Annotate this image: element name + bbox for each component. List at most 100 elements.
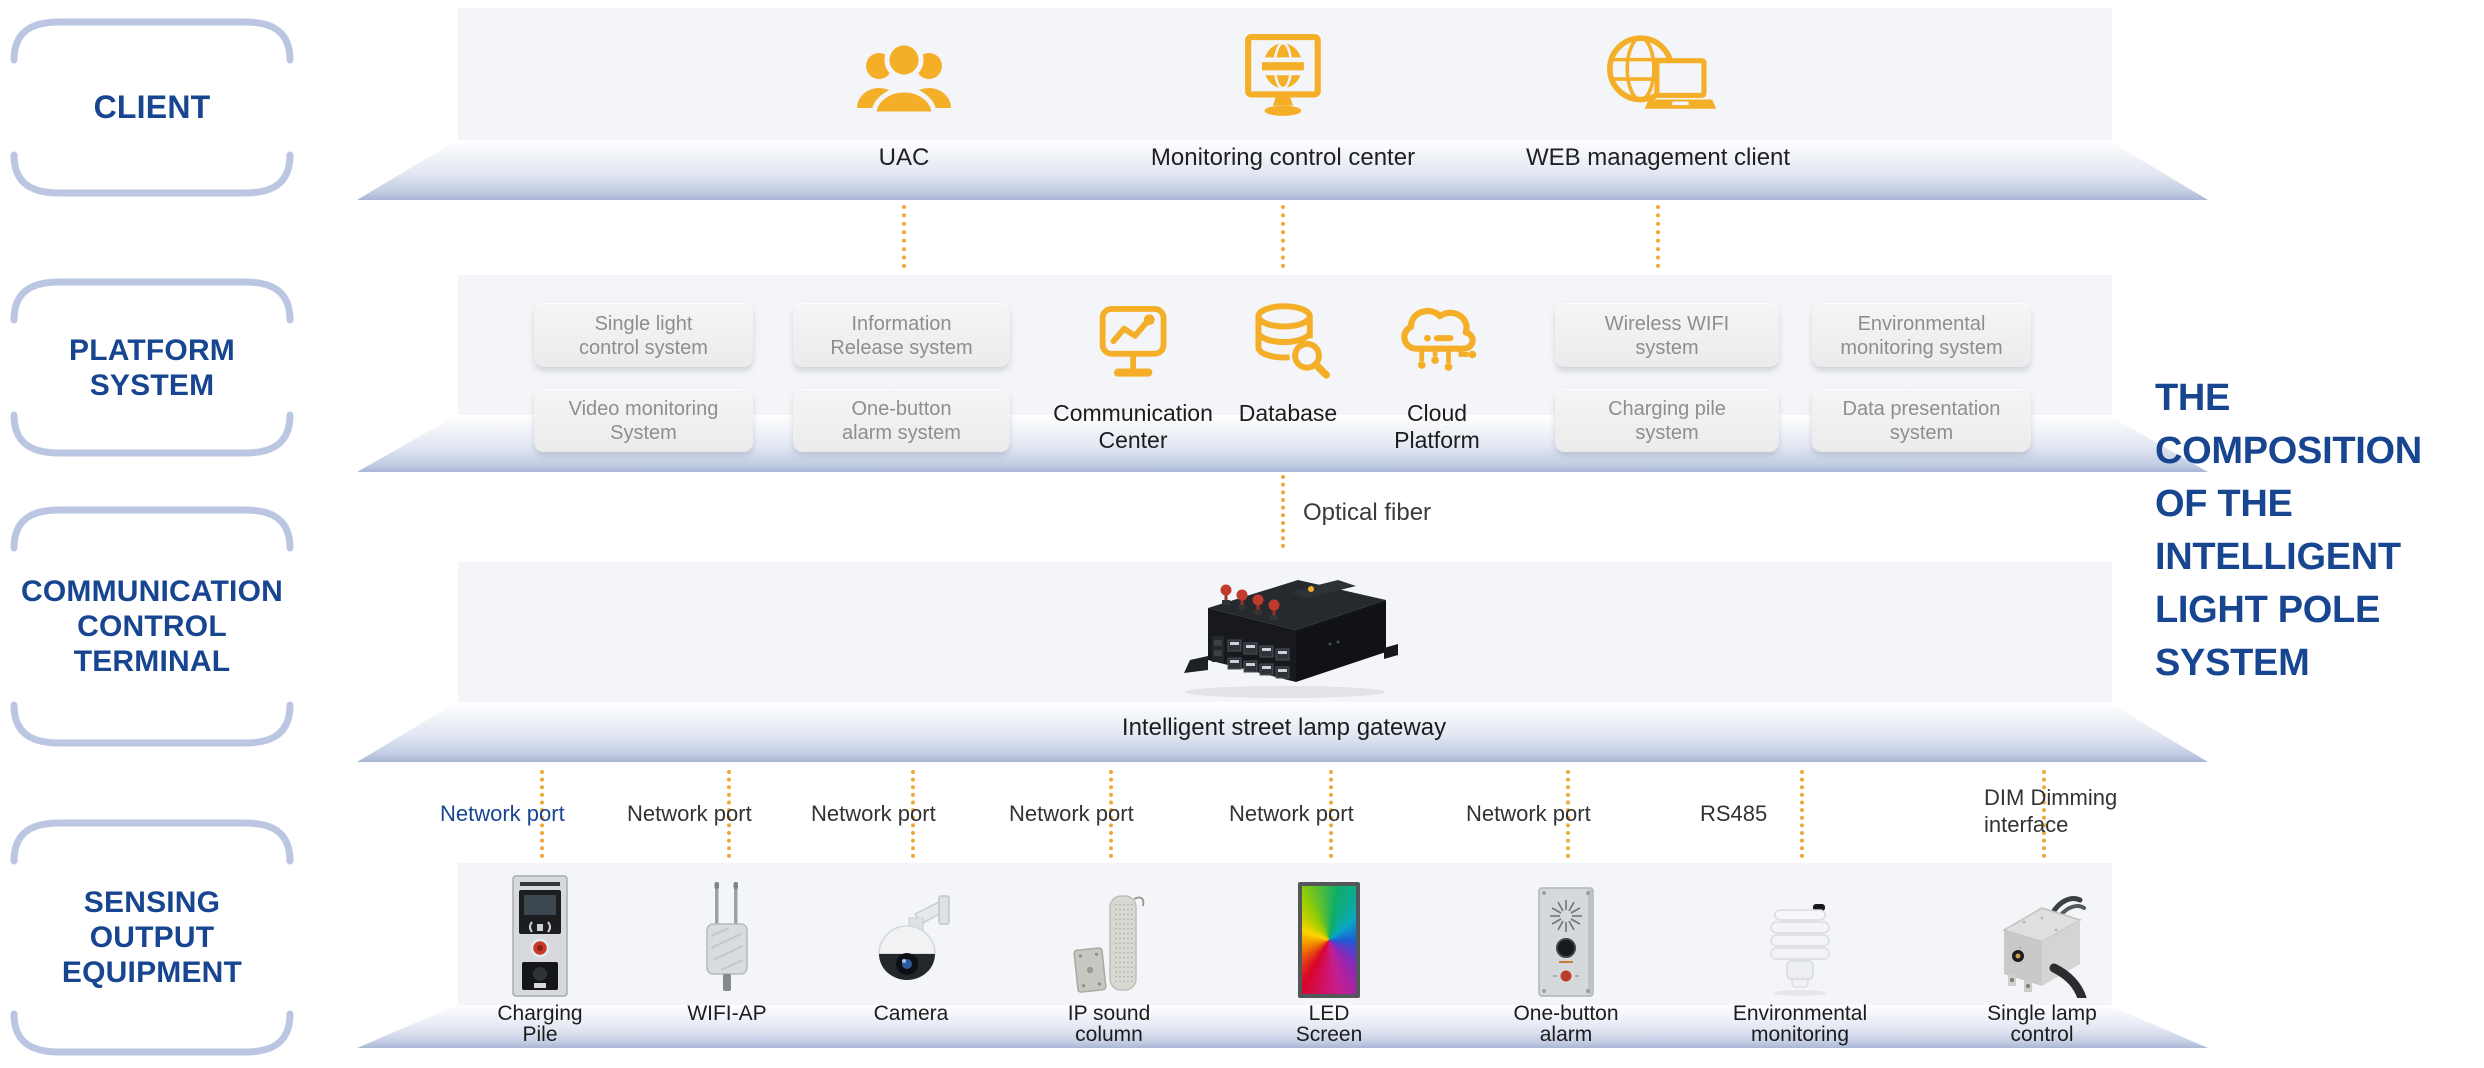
- sensing-band-floor: [357, 1005, 2208, 1048]
- section-label-line: TERMINAL: [73, 645, 231, 678]
- optical-fiber-label: Optical fiber: [1303, 499, 1432, 526]
- box-label-line: system: [1635, 336, 1699, 359]
- section-label-client: CLIENT: [94, 90, 211, 125]
- platform-item-label: Cloud Platform: [1394, 400, 1480, 453]
- section-platform-system: PLATFORM SYSTEM: [7, 272, 297, 463]
- port-network-4: Network port: [1009, 770, 1209, 858]
- terminal-band-floor: [357, 702, 2208, 762]
- port-connector-line: [540, 770, 544, 858]
- port-connector-line: [1109, 770, 1113, 858]
- box-label-line: Wireless WIFI: [1604, 312, 1730, 335]
- port-network-2: Network port: [627, 770, 827, 858]
- equipment-charging-pile: Charging Pile: [455, 872, 625, 1045]
- environmental-monitoring-image: [1715, 872, 1885, 998]
- port-network-6: Network port: [1466, 770, 1666, 858]
- box-label-line: Release system: [830, 336, 973, 359]
- box-label-line: Data presentation: [1842, 398, 2001, 420]
- globe-laptop-icon: [1526, 28, 1790, 122]
- equipment-camera: Camera: [826, 872, 996, 1024]
- box-label-line: system: [1635, 422, 1699, 444]
- port-label: Network port: [1466, 801, 1591, 826]
- section-label-line: EQUIPMENT: [61, 956, 243, 989]
- client-item-web-client: WEB management client: [1526, 28, 1790, 172]
- client-band-floor: [357, 140, 2208, 200]
- port-label-dim: DIM Dimming interface: [1984, 785, 2118, 837]
- client-item-label: UAC: [878, 144, 930, 171]
- port-label: RS485: [1700, 801, 1768, 826]
- box-label-line: alarm system: [842, 422, 961, 444]
- ip-sound-column-image: [1024, 872, 1194, 998]
- port-label: Network port: [440, 801, 565, 826]
- port-network-3: Network port: [811, 770, 1011, 858]
- port-connector-line: [1329, 770, 1333, 858]
- platform-item-communication-center: Communication Center: [1053, 296, 1213, 454]
- page-title-line: INTELLIGENT: [2155, 536, 2401, 578]
- database-search-icon: [1239, 296, 1337, 386]
- optical-fiber-line: [1281, 475, 1285, 548]
- client-platform-connector: [902, 205, 906, 268]
- box-label-line: Information: [851, 312, 952, 335]
- platform-item-database: Database: [1239, 296, 1337, 427]
- page-title-line: LIGHT POLE: [2155, 589, 2381, 631]
- section-communication-control-terminal: COMMUNICATION CONTROL TERMINAL: [7, 500, 297, 753]
- platform-item-label: Database: [1238, 400, 1338, 426]
- port-connector-line: [2042, 770, 2046, 858]
- port-label: Network port: [811, 801, 936, 826]
- section-label-sensing: SENSING OUTPUT EQUIPMENT: [62, 885, 242, 990]
- section-label-line: PLATFORM: [68, 333, 235, 367]
- page-title: THE COMPOSITION OF THE INTELLIGENT LIGHT…: [2155, 372, 2484, 690]
- bracket-shape: [10, 18, 294, 197]
- cloud-network-icon: [1391, 296, 1483, 386]
- equipment-led-screen: LED Screen: [1244, 872, 1414, 1045]
- camera-image: [826, 872, 996, 998]
- client-item-monitoring-center: Monitoring control center: [1151, 28, 1415, 172]
- equipment-label: One-button alarm: [1513, 1002, 1619, 1046]
- port-connector-line: [911, 770, 915, 858]
- equipment-ip-sound-column: IP sound column: [1024, 872, 1194, 1045]
- page-title-line: SYSTEM: [2155, 642, 2310, 684]
- port-network-5: Network port: [1229, 770, 1429, 858]
- users-icon: [848, 28, 960, 122]
- port-dim-dimming: [1942, 770, 2142, 858]
- equipment-label: Single lamp control: [1987, 1002, 2097, 1046]
- platform-item-cloud-platform: Cloud Platform: [1391, 296, 1483, 454]
- section-label-platform-system: PLATFORM SYSTEM: [69, 333, 235, 403]
- equipment-single-lamp-control: Single lamp control: [1957, 872, 2127, 1045]
- equipment-label: IP sound column: [1067, 1002, 1151, 1046]
- port-label: Network port: [627, 801, 752, 826]
- section-label-line: CONTROL: [77, 610, 227, 643]
- chart-monitor-icon: [1053, 296, 1213, 386]
- box-label-line: monitoring system: [1840, 336, 2003, 359]
- equipment-environmental-monitoring: Environmental monitoring: [1715, 872, 1885, 1045]
- equipment-wifi-ap: WIFI-AP: [642, 872, 812, 1024]
- page-title-line: OF THE: [2155, 483, 2293, 525]
- equipment-label: LED Screen: [1295, 1002, 1363, 1046]
- equipment-label: Camera: [873, 1002, 949, 1025]
- port-connector-line: [1566, 770, 1570, 858]
- equipment-label: Charging Pile: [497, 1002, 583, 1046]
- client-item-label: WEB management client: [1525, 144, 1791, 171]
- box-label-line: System: [610, 422, 677, 444]
- port-label: Network port: [1009, 801, 1134, 826]
- section-label-line: CLIENT: [93, 89, 211, 125]
- page-title-line: COMPOSITION: [2155, 430, 2422, 472]
- section-sensing-output-equipment: SENSING OUTPUT EQUIPMENT: [7, 813, 297, 1062]
- section-label-line: COMMUNICATION: [20, 575, 283, 608]
- page-title-line: THE: [2155, 377, 2231, 419]
- led-screen-image: [1244, 872, 1414, 998]
- box-label-line: system: [1889, 422, 1954, 444]
- port-label: Network port: [1229, 801, 1354, 826]
- charging-pile-image: [455, 872, 625, 998]
- bracket-shape: [10, 819, 294, 1056]
- client-platform-connector: [1656, 205, 1660, 268]
- box-label-line: Single light: [594, 312, 693, 335]
